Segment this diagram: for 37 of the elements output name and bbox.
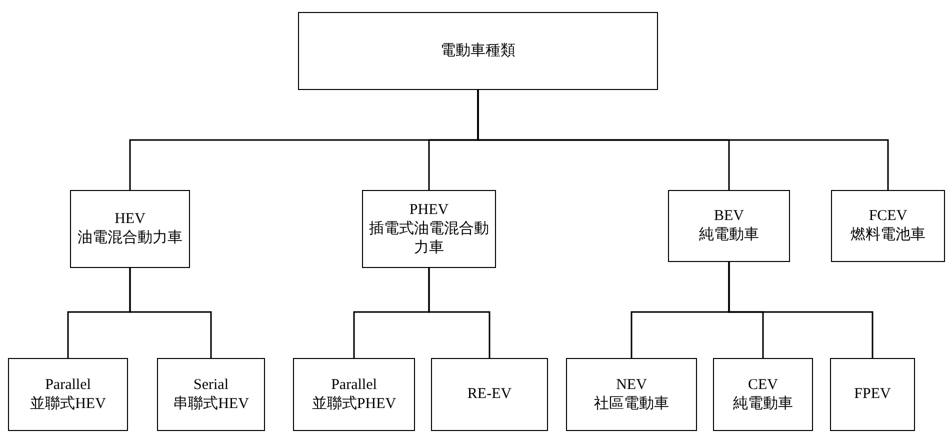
- box-label: NEV: [616, 376, 647, 394]
- category-box: [668, 190, 790, 262]
- connector-line: [129, 268, 212, 358]
- category-box: [431, 358, 548, 431]
- category-box: [362, 190, 496, 268]
- box-label: 插電式油電混合動力車: [369, 220, 489, 258]
- category-box: [831, 190, 945, 262]
- box-label: Serial: [194, 376, 228, 394]
- box-label: 串聯式HEV: [173, 394, 249, 414]
- box-label: CEV: [748, 376, 778, 394]
- box-label: Parallel: [45, 376, 91, 394]
- connector-line: [428, 268, 490, 358]
- category-box: [713, 358, 813, 431]
- box-label: 燃料電池車: [850, 226, 926, 245]
- box-label: HEV: [114, 210, 146, 229]
- box-label: FPEV: [854, 385, 891, 404]
- box-label: 並聯式PHEV: [312, 394, 396, 414]
- category-box: [8, 358, 128, 431]
- box-label: 純電動車: [733, 394, 793, 414]
- box-label: Parallel: [331, 376, 377, 394]
- box-label: 社區電動車: [594, 394, 669, 414]
- category-box: [293, 358, 415, 431]
- connector-line: [477, 90, 889, 190]
- category-box: [157, 358, 265, 431]
- box-label: 並聯式HEV: [30, 394, 106, 414]
- connector-line: [728, 262, 874, 358]
- category-box: [830, 358, 915, 431]
- box-label: RE-EV: [467, 385, 512, 404]
- root-box: [298, 12, 658, 90]
- box-label: 油電混合動力車: [78, 229, 182, 248]
- box-label: PHEV: [409, 200, 449, 220]
- box-label: 純電動車: [699, 226, 759, 245]
- box-label: 電動車種類: [440, 42, 516, 60]
- category-box: [70, 190, 190, 268]
- box-label: BEV: [714, 207, 744, 226]
- box-label: FCEV: [868, 207, 908, 226]
- category-box: [566, 358, 697, 431]
